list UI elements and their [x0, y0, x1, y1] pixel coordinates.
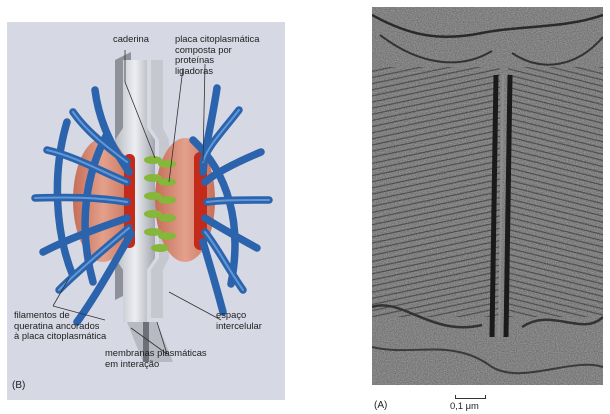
- cytoplasmic-plaque-label: placa citoplasmática composta por proteí…: [175, 34, 259, 76]
- cadherin-label: caderina: [113, 34, 149, 45]
- micrograph-image: [372, 7, 603, 385]
- electron-micrograph: [372, 7, 603, 385]
- plasma-membranes-label: membranas plasmáticas em interação: [105, 348, 207, 369]
- desmosome-diagram-panel: caderina placa citoplasmática composta p…: [7, 22, 285, 400]
- scale-bar: [455, 395, 486, 399]
- keratin-filaments-label: filamentos de queratina ancorados à plac…: [14, 310, 106, 342]
- desmosome-illustration: [7, 22, 285, 400]
- intercellular-space-label: espaço intercelular: [216, 310, 262, 331]
- panel-a-tag: (A): [374, 400, 387, 411]
- panel-b-tag: (B): [12, 380, 25, 391]
- scale-bar-label: 0,1 μm: [450, 400, 479, 411]
